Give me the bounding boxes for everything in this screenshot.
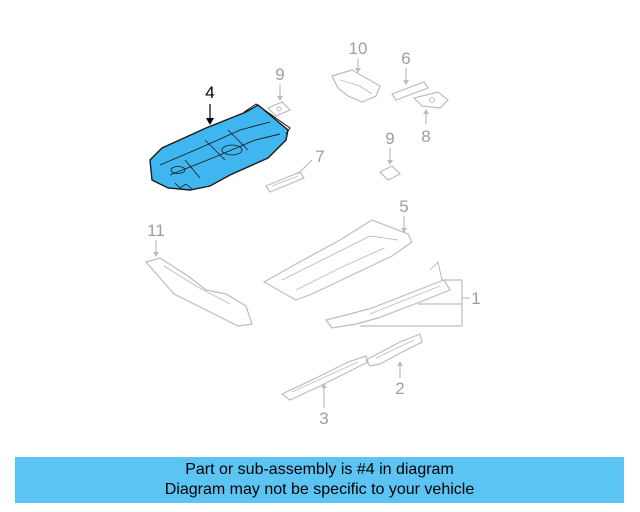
callout-10-arrowhead [355, 68, 361, 73]
callout-6-arrowhead [403, 80, 409, 85]
callout-5-arrowhead [401, 228, 407, 233]
callout-8-arrowhead [423, 109, 429, 114]
part-4-floor-pan[interactable] [149, 103, 291, 191]
caption-bar: Part or sub-assembly is #4 in diagram Di… [15, 457, 624, 503]
part-9-bracket-lower[interactable] [378, 165, 402, 181]
callout-9a-label[interactable]: 9 [275, 65, 284, 84]
callout-8-label[interactable]: 8 [421, 127, 430, 146]
callout-1-label[interactable]: 1 [471, 289, 480, 308]
callout-10-label[interactable]: 10 [349, 39, 368, 58]
caption-line-2: Diagram may not be specific to your vehi… [164, 481, 475, 498]
callout-5-label[interactable]: 5 [399, 197, 408, 216]
callout-6-label[interactable]: 6 [401, 49, 410, 68]
part-7-reinforcement[interactable] [265, 171, 305, 193]
part-1-side-rail[interactable] [324, 261, 451, 329]
part-2-reinforcement[interactable] [365, 333, 423, 367]
callout-11-label[interactable]: 11 [147, 221, 165, 240]
caption-line-1: Part or sub-assembly is #4 in diagram [185, 461, 454, 478]
callout-7-label[interactable]: 7 [315, 147, 324, 166]
callout-11-arrowhead [153, 252, 159, 257]
part-9-bracket-upper[interactable] [266, 101, 292, 117]
part-6-bracket[interactable] [391, 81, 429, 101]
callout-3-label[interactable]: 3 [319, 409, 328, 428]
callout-4-arrowhead [206, 118, 214, 125]
part-10-bracket[interactable] [331, 69, 381, 103]
callout-7-line [297, 159, 313, 175]
callout-9b-label[interactable]: 9 [385, 129, 394, 148]
callout-9b-arrowhead [387, 160, 393, 165]
part-3-reinforcement[interactable] [280, 355, 369, 401]
part-8-bracket[interactable] [412, 91, 449, 109]
callout-9a-arrowhead [277, 96, 283, 101]
callout-1-bracket [360, 279, 470, 327]
parts-diagram: 4 9 10 6 8 9 7 5 11 1 2 3 [144, 39, 481, 428]
part-5-floor-pan[interactable] [262, 219, 413, 301]
part-11-rail[interactable] [144, 257, 253, 327]
callout-2-label[interactable]: 2 [395, 379, 404, 398]
callout-3-arrowhead [321, 383, 327, 388]
callout-4-label[interactable]: 4 [205, 83, 214, 102]
callout-2-arrowhead [397, 361, 403, 366]
